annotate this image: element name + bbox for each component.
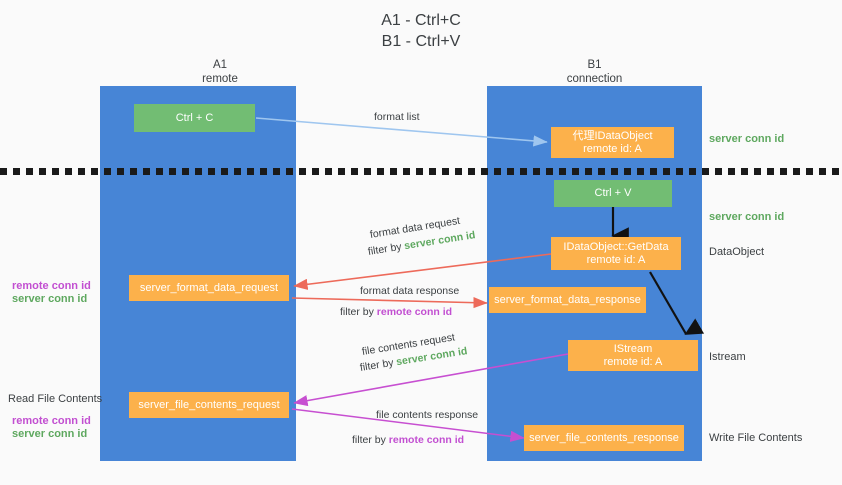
node-istream-line1: IStream: [613, 342, 653, 355]
filter-prefix: filter by: [359, 356, 398, 374]
node-proxy-idataobject-line1: 代理IDataObject: [572, 129, 653, 142]
arrow-format-data-response: [291, 297, 488, 309]
node-server-file-contents-response[interactable]: server_file_contents_response: [524, 425, 684, 451]
annotation-server-conn-id-top: server conn id: [709, 133, 785, 145]
lane-a1-title: A1: [212, 59, 228, 71]
node-server-format-data-response-label: server_format_data_response: [494, 293, 641, 306]
node-istream[interactable]: IStream remote id: A: [568, 340, 698, 371]
node-proxy-idataobject[interactable]: 代理IDataObject remote id: A: [551, 127, 674, 158]
title-line-1: A1 - Ctrl+C: [381, 12, 461, 29]
filter-prefix: filter by: [352, 434, 389, 446]
filter-prefix: filter by: [340, 306, 377, 318]
node-server-format-data-request[interactable]: server_format_data_request: [129, 275, 289, 301]
annotation-server-conn-id-1: server conn id: [12, 293, 88, 305]
annotation-read-file-contents: Read File Contents: [8, 393, 103, 405]
node-proxy-idataobject-line2: remote id: A: [583, 142, 642, 155]
node-ctrl-v[interactable]: Ctrl + V: [554, 180, 672, 207]
node-ctrl-c[interactable]: Ctrl + C: [134, 104, 255, 132]
edge-label-format-data-response: format data response: [360, 285, 460, 297]
annotation-dataobject: DataObject: [709, 246, 765, 258]
lane-header-a1: A1 remote: [100, 58, 340, 86]
node-idataobject-getdata-line2: remote id: A: [586, 253, 646, 266]
filter-value-remote-conn-id: remote conn id: [388, 434, 465, 446]
node-ctrl-c-label: Ctrl + C: [175, 111, 214, 124]
filter-prefix: filter by: [367, 240, 406, 258]
annotation-remote-conn-id-1: remote conn id: [12, 280, 91, 292]
lane-header-b1: B1 connection: [487, 58, 702, 86]
node-idataobject-getdata[interactable]: IDataObject::GetData remote id: A: [551, 237, 681, 270]
annotation-istream: Istream: [709, 351, 746, 363]
node-server-file-contents-request-label: server_file_contents_request: [138, 398, 280, 411]
filter-value-remote-conn-id: remote conn id: [376, 306, 453, 318]
edge-label-file-contents-response: file contents response: [376, 409, 479, 421]
edge-label-format-list: format list: [374, 111, 420, 123]
node-server-format-data-request-label: server_format_data_request: [139, 281, 279, 294]
annotation-server-conn-id-2: server conn id: [12, 428, 88, 440]
annotation-write-file-contents: Write File Contents: [709, 432, 803, 444]
edge-label-format-data-response-filter: filter by remote conn id: [340, 305, 452, 319]
lane-b1-subtitle: connection: [566, 73, 623, 85]
node-server-format-data-response[interactable]: server_format_data_response: [489, 287, 646, 313]
node-ctrl-v-label: Ctrl + V: [594, 187, 632, 199]
node-server-file-contents-response-label: server_file_contents_response: [529, 431, 679, 444]
annotation-server-conn-id-mid: server conn id: [709, 211, 785, 223]
lane-b1-title: B1: [587, 59, 602, 71]
title-line-2: B1 - Ctrl+V: [381, 33, 461, 50]
edge-label-file-contents-response-filter: filter by remote conn id: [352, 433, 464, 447]
node-idataobject-getdata-line1: IDataObject::GetData: [563, 240, 669, 253]
node-server-file-contents-request[interactable]: server_file_contents_request: [129, 392, 289, 418]
lane-a1-subtitle: remote: [202, 73, 238, 85]
node-istream-line2: remote id: A: [603, 355, 663, 368]
dashed-divider: [0, 168, 842, 175]
annotation-remote-conn-id-2: remote conn id: [12, 415, 91, 427]
diagram-title: A1 - Ctrl+C B1 - Ctrl+V: [0, 10, 842, 52]
